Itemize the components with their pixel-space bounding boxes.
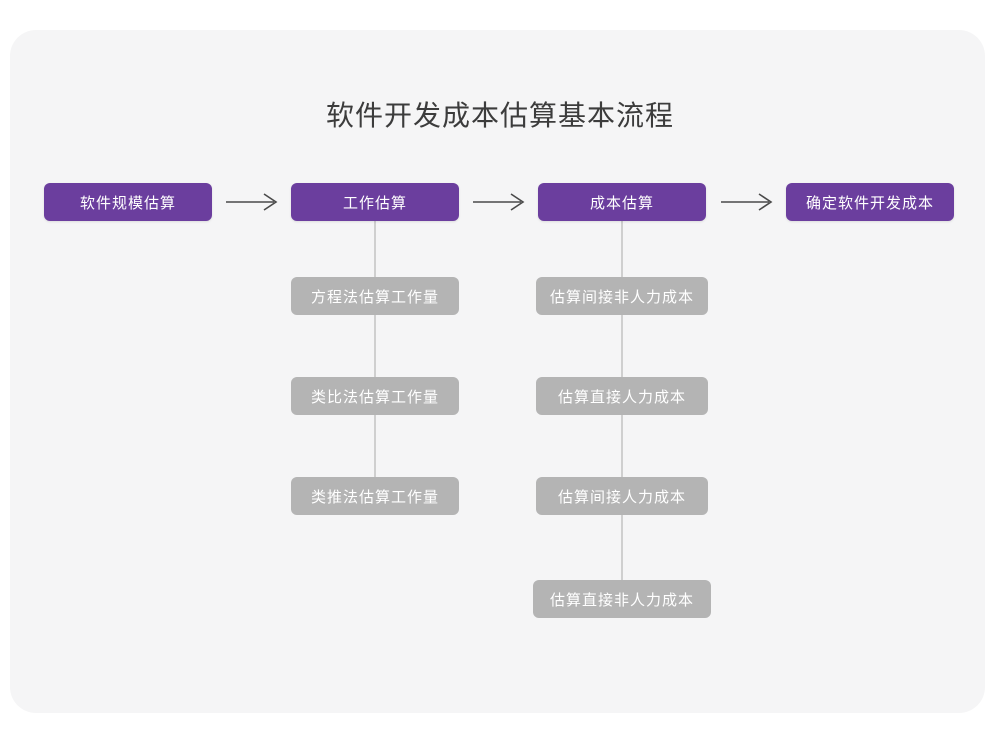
page-title: 软件开发成本估算基本流程 <box>325 100 674 131</box>
arrow-right-icon-2 <box>471 190 529 214</box>
stage-box-label: 确定软件开发成本 <box>805 194 934 212</box>
sub-box-label: 估算间接非人力成本 <box>549 288 694 306</box>
diagram-card <box>10 30 985 713</box>
stage-box-cost-estimation[interactable]: 成本估算 <box>538 183 706 221</box>
arrow-right-icon-1 <box>224 190 282 214</box>
sub-box-label: 类推法估算工作量 <box>310 488 439 506</box>
sub-box-work-2[interactable]: 类比法估算工作量 <box>291 377 459 415</box>
sub-box-cost-1[interactable]: 估算间接非人力成本 <box>536 277 708 315</box>
sub-box-cost-2[interactable]: 估算直接人力成本 <box>536 377 708 415</box>
stage-box-label: 软件规模估算 <box>79 194 176 212</box>
sub-box-work-1[interactable]: 方程法估算工作量 <box>291 277 459 315</box>
arrow-right-icon-3 <box>719 190 777 214</box>
stage-box-work-estimation[interactable]: 工作估算 <box>291 183 459 221</box>
sub-box-cost-4[interactable]: 估算直接非人力成本 <box>533 580 711 618</box>
stage-box-determine-development-cost[interactable]: 确定软件开发成本 <box>786 183 954 221</box>
sub-box-work-3[interactable]: 类推法估算工作量 <box>291 477 459 515</box>
sub-box-label: 方程法估算工作量 <box>310 288 439 306</box>
sub-box-label: 估算直接人力成本 <box>557 388 686 406</box>
stage-box-software-scale-estimation[interactable]: 软件规模估算 <box>44 183 212 221</box>
stage-box-label: 成本估算 <box>589 194 654 212</box>
sub-box-label: 估算直接非人力成本 <box>549 591 694 609</box>
sub-box-label: 类比法估算工作量 <box>310 388 439 406</box>
stage-box-label: 工作估算 <box>342 194 407 212</box>
connector-line-stage-2 <box>374 210 376 510</box>
sub-box-label: 估算间接人力成本 <box>557 488 686 506</box>
sub-box-cost-3[interactable]: 估算间接人力成本 <box>536 477 708 515</box>
